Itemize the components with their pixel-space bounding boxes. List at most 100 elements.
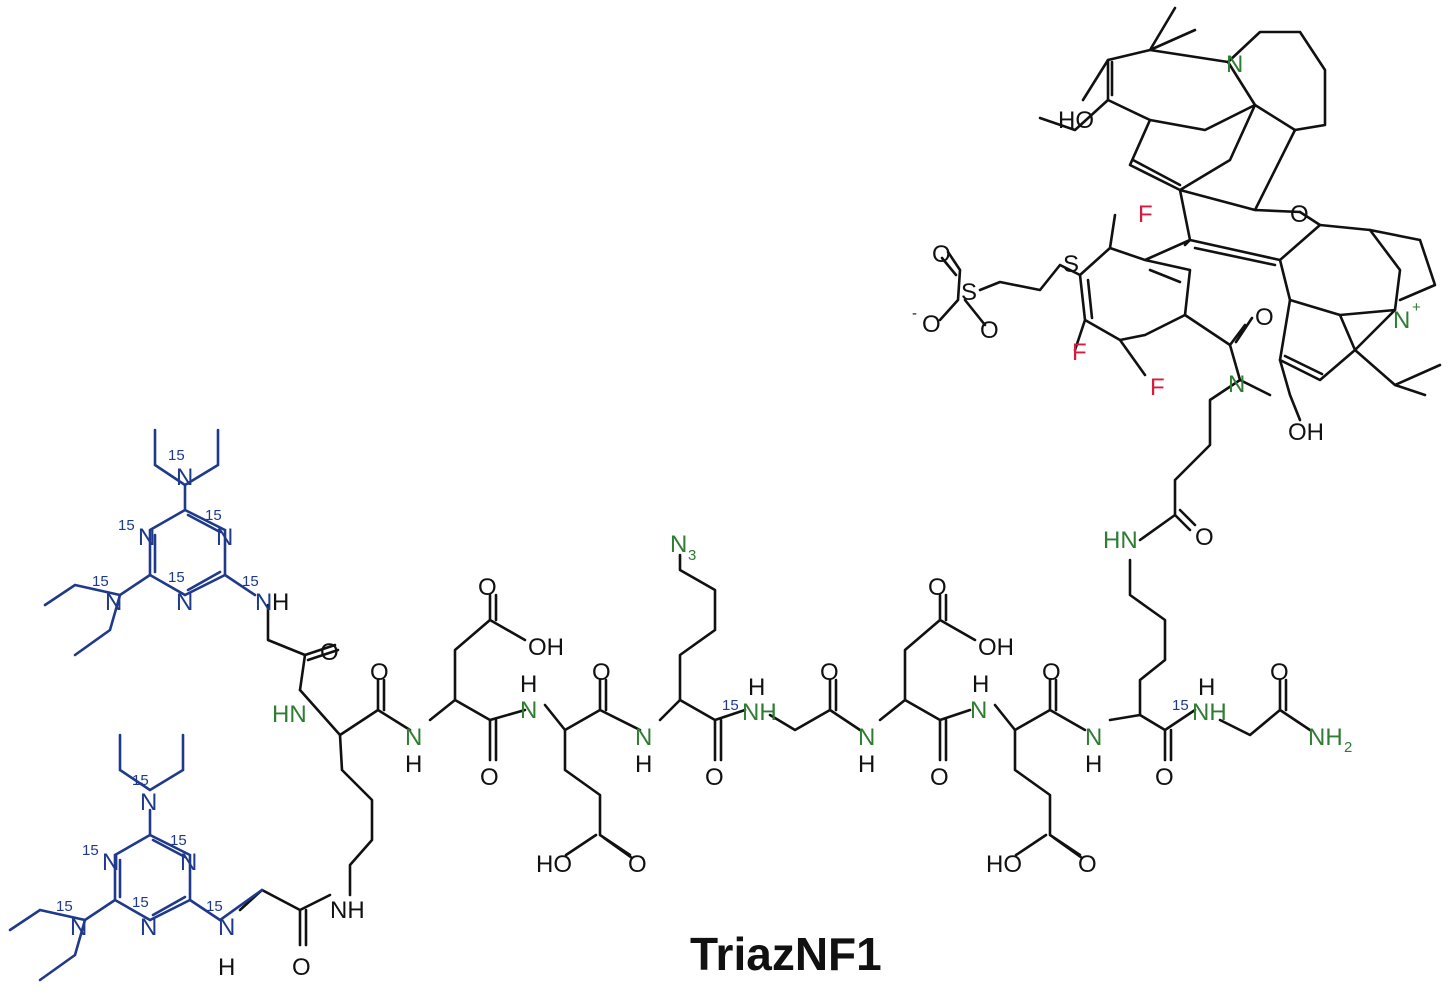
tri1-sub-n: N (105, 589, 122, 616)
tri1-link-h: H (272, 589, 289, 616)
dye-amide-o-label: O (1255, 304, 1274, 331)
tri1-ring-n-b: N (216, 524, 233, 551)
tri2-link-n15: 15 (206, 898, 223, 915)
sulfur-thioether-label: S (1063, 251, 1079, 278)
triazine-top-labels: 15 N 15 N 15 N 15 N 15 N 15 N H (92, 447, 289, 616)
tri1-link-n: N (255, 589, 272, 616)
linker-bonds (1128, 508, 1197, 717)
julolidine-n-plus-label: N (1393, 307, 1410, 334)
tri1-ring-n15-a: 15 (118, 517, 135, 534)
hydroxyl-top-label: HO (1058, 107, 1094, 134)
tri2-ring-n-b: N (180, 849, 197, 876)
tri1-sub-n15: 15 (92, 573, 109, 590)
lys2-n-label: N (635, 724, 652, 751)
dye-atom-labels: HO N O N + OH F F F S S O O - O O N (912, 51, 1421, 446)
c-term-nh2-label: NH (1308, 724, 1343, 751)
tri2-ring-n-a: N (102, 849, 119, 876)
triazine-bottom-bonds (8, 733, 264, 982)
peptide-atom-labels: O HN O N H O OH O H N O HO O N H N 3 O 1… (272, 524, 1352, 981)
sulfonate-o-minus-label: O (922, 311, 941, 338)
azide-n-label: N (670, 531, 687, 558)
sulfur-sulfonate-label: S (961, 279, 977, 306)
gly2-n15-label: 15 (722, 697, 739, 714)
positive-charge-label: + (1412, 299, 1421, 316)
glu2-n-label: N (970, 697, 987, 724)
glu1-side-ho-label: HO (536, 851, 572, 878)
asp1-side-oh-label: OH (528, 634, 564, 661)
julolidine-n-top-label: N (1226, 51, 1243, 78)
fluorine-1-label: F (1138, 201, 1153, 228)
xanthene-oxygen-label: O (1290, 201, 1309, 228)
tri1-ring-n-a: N (138, 524, 155, 551)
azide-subscript-label: 3 (688, 547, 696, 564)
glu2-side-ho-label: HO (986, 851, 1022, 878)
compound-name: TriazNF1 (690, 928, 882, 980)
triazine-bottom-labels: 15 N 15 N 15 N 15 N 15 N 15 N H (56, 772, 235, 981)
gly2-h-label: H (748, 674, 765, 701)
tri2-ring-n15-b: 15 (170, 832, 187, 849)
tri1-ring-n15-b: 15 (205, 507, 222, 524)
rhodamine-dye-core (938, 6, 1442, 517)
asp1-h-label: H (405, 751, 422, 778)
dye-amide-n-label: N (1228, 371, 1245, 398)
gly3-n15-label: 15 (1172, 697, 1189, 714)
asp1-carbonyl-o-label: O (480, 764, 499, 791)
glu2-h-label: H (972, 671, 989, 698)
tri2-sub-n15: 15 (56, 898, 73, 915)
negative-charge-label: - (912, 305, 917, 322)
tri1-amine-n: N (176, 464, 193, 491)
lys3-carbonyl-o-label: O (1155, 764, 1174, 791)
tri2-sub-n: N (70, 914, 87, 941)
tri1-link-n15: 15 (242, 573, 259, 590)
glu1-side-o-label: O (628, 851, 647, 878)
asp2-side-oh-label: OH (978, 634, 1014, 661)
lys1-hn-label: HN (272, 701, 307, 728)
linker-carbonyl-o-label: O (1195, 524, 1214, 551)
tri2-ring-n-c: N (140, 914, 157, 941)
lys2-carbonyl-o-label: O (705, 764, 724, 791)
tri2-amine-n: N (140, 789, 157, 816)
lys1-side-nh-label: NH (330, 897, 365, 924)
tri1-amine-n15: 15 (168, 447, 185, 464)
fluorine-3-label: F (1150, 374, 1165, 401)
lys1-side-carbonyl-o-label: O (292, 954, 311, 981)
tri2-link-h: H (218, 954, 235, 981)
glu2-side-o-label: O (1078, 851, 1097, 878)
asp2-side-o-label: O (928, 574, 947, 601)
lys3-side-hn-label: HN (1103, 527, 1138, 554)
gly3-carbonyl-o-label: O (1270, 659, 1289, 686)
asp2-n-label: N (858, 724, 875, 751)
lys2-h-label: H (635, 751, 652, 778)
tri2-ring-n15-c: 15 (132, 894, 149, 911)
tri1-ring-n-c: N (176, 589, 193, 616)
gly-carbonyl-o-label: O (320, 639, 339, 666)
glu1-n-label: N (520, 697, 537, 724)
asp2-carbonyl-o-label: O (930, 764, 949, 791)
triazine-top-bonds (43, 428, 257, 657)
hydroxyl-bottom-label: OH (1288, 419, 1324, 446)
tri2-link-n: N (218, 914, 235, 941)
lys3-n-label: N (1085, 724, 1102, 751)
lys1-carbonyl-o-label: O (370, 659, 389, 686)
c-term-nh2-subscript: 2 (1344, 739, 1352, 756)
glu1-h-label: H (520, 671, 537, 698)
asp2-h-label: H (858, 751, 875, 778)
tri2-ring-n15-a: 15 (82, 842, 99, 859)
glu2-carbonyl-o-label: O (1042, 659, 1061, 686)
gly3-n-label: NH (1192, 699, 1227, 726)
gly2-carbonyl-o-label: O (820, 659, 839, 686)
sulfonate-o1-label: O (932, 241, 951, 268)
asp1-n-label: N (405, 724, 422, 751)
tri1-ring-n15-c: 15 (168, 569, 185, 586)
gly2-n-label: NH (742, 699, 777, 726)
glu1-carbonyl-o-label: O (592, 659, 611, 686)
lys3-h-label: H (1085, 751, 1102, 778)
peptide-backbone-bonds (238, 553, 1312, 947)
sulfonate-o3-label: O (980, 317, 999, 344)
asp1-side-o-label: O (478, 574, 497, 601)
tri2-amine-n15: 15 (132, 772, 149, 789)
fluorine-2-label: F (1072, 339, 1087, 366)
gly3-h-label: H (1198, 674, 1215, 701)
